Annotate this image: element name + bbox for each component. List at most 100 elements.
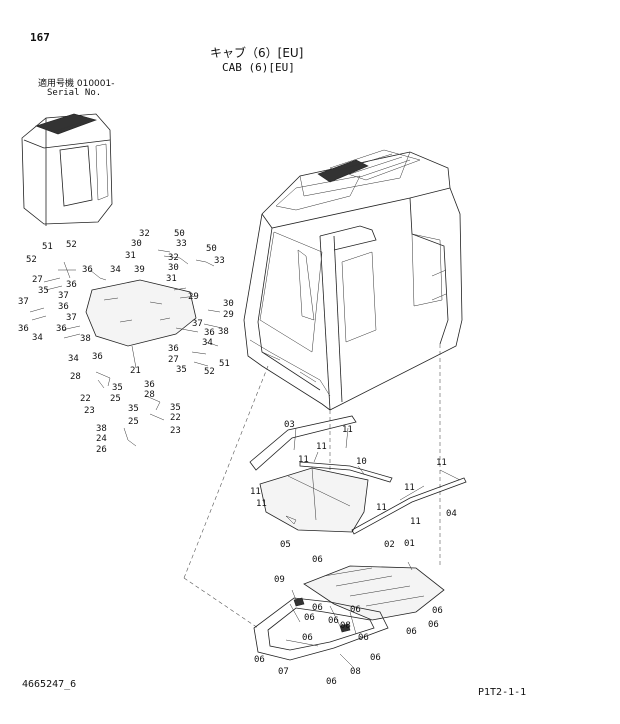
callout-c05: 05 [280,540,291,550]
callout-c29a: 29 [188,292,199,302]
callout-c52b: 52 [26,255,37,265]
callout-c30b: 30 [168,263,179,273]
callout-c11g: 11 [376,503,387,513]
callout-c03: 03 [284,420,295,430]
callout-c36c: 36 [58,302,69,312]
callout-c06j: 06 [254,655,265,665]
title-japanese: キャブ（6）[EU] [210,46,304,60]
callout-c34b: 34 [32,333,43,343]
callout-c11f: 11 [404,483,415,493]
callout-c06e: 06 [302,633,313,643]
inset-cab-illustration [21,113,113,226]
callout-c30c: 30 [223,299,234,309]
callout-labels: 32 50 30 33 31 34 39 36 51 52 52 27 35 3… [18,229,457,687]
callout-c51a: 51 [42,242,53,252]
callout-c51b: 51 [219,359,230,369]
callout-c24: 24 [96,434,107,444]
callout-c08a: 08 [340,621,351,631]
callout-c06b: 06 [304,613,315,623]
callout-c52c: 52 [204,367,215,377]
callout-c32b: 32 [168,253,179,263]
callout-c36h: 36 [92,352,103,362]
callout-c27b: 27 [168,355,179,365]
callout-c36f: 36 [204,328,215,338]
callout-c28a: 28 [70,372,81,382]
callout-c06a: 06 [312,555,323,565]
callout-c36i: 36 [144,380,155,390]
callout-c37d: 37 [192,319,203,329]
callout-c06i: 06 [358,633,369,643]
callout-c23b: 23 [170,426,181,436]
callout-c25b: 25 [128,417,139,427]
callout-c08b: 08 [350,667,361,677]
cab-frame [243,149,463,411]
callout-c11d: 11 [250,487,261,497]
callout-c33a: 33 [176,239,187,249]
callout-c37b: 37 [18,297,29,307]
floor-panel-assembly [29,249,223,447]
callout-c34c: 34 [68,354,79,364]
callout-c06f: 06 [328,616,339,626]
callout-c30a: 30 [131,239,142,249]
callout-c11e: 11 [256,499,267,509]
callout-c38b: 38 [218,327,229,337]
callout-c07: 07 [278,667,289,677]
callout-c31a: 31 [125,251,136,261]
callout-c35b: 35 [176,365,187,375]
callout-c06h: 06 [428,620,439,630]
callout-c27a: 27 [32,275,43,285]
callout-c28b: 28 [144,390,155,400]
callout-c36a: 36 [82,265,93,275]
callout-c36d: 36 [18,324,29,334]
callout-c32a: 32 [139,229,150,239]
serial-label-english: Serial No. [47,88,102,98]
callout-c37c: 37 [66,313,77,323]
leader-lines [291,427,461,601]
page-number: 167 [30,31,50,44]
callout-c06m: 06 [312,603,323,613]
callout-c26: 26 [96,445,107,455]
callout-c11c: 11 [298,455,309,465]
serial-label-japanese: 適用号機 010001- [38,79,115,89]
callout-c31b: 31 [166,274,177,284]
callout-c06k: 06 [370,653,381,663]
callout-c06g: 06 [406,627,417,637]
callout-c50a: 50 [174,229,185,239]
callout-c35d: 35 [170,403,181,413]
callout-c33b: 33 [214,256,225,266]
callout-c36e: 36 [56,324,67,334]
callout-c35c: 35 [112,383,123,393]
callout-c38c: 38 [96,424,107,434]
callout-c02: 02 [384,540,395,550]
callout-c11b: 11 [342,425,353,435]
callout-c34a: 34 [110,265,121,275]
callout-c38a: 38 [80,334,91,344]
callout-c50b: 50 [206,244,217,254]
callout-c11i: 11 [410,517,421,527]
reference-code: P1T2-1-1 [478,687,527,698]
callout-c21: 21 [130,366,141,376]
callout-c35a: 35 [38,286,49,296]
document-number: 4665247_6 [22,679,77,690]
callout-c10: 10 [356,457,367,467]
callout-c06d: 06 [432,606,443,616]
callout-c04: 04 [446,509,457,519]
callout-c11a: 11 [316,442,327,452]
callout-c35e: 35 [128,404,139,414]
callout-c36b: 36 [66,280,77,290]
callout-c06l: 06 [326,677,337,687]
callout-c37a: 37 [58,291,69,301]
callout-c22b: 22 [170,413,181,423]
callout-c11h: 11 [436,458,447,468]
title-english: CAB (6)[EU] [222,61,295,74]
callout-c29b: 29 [223,310,234,320]
callout-c25a: 25 [110,394,121,404]
callout-c23a: 23 [84,406,95,416]
roof-parts-assembly [249,415,467,669]
callout-c36g: 36 [168,344,179,354]
projection-lines [183,344,441,629]
callout-c01: 01 [404,539,415,549]
callout-c22a: 22 [80,394,91,404]
